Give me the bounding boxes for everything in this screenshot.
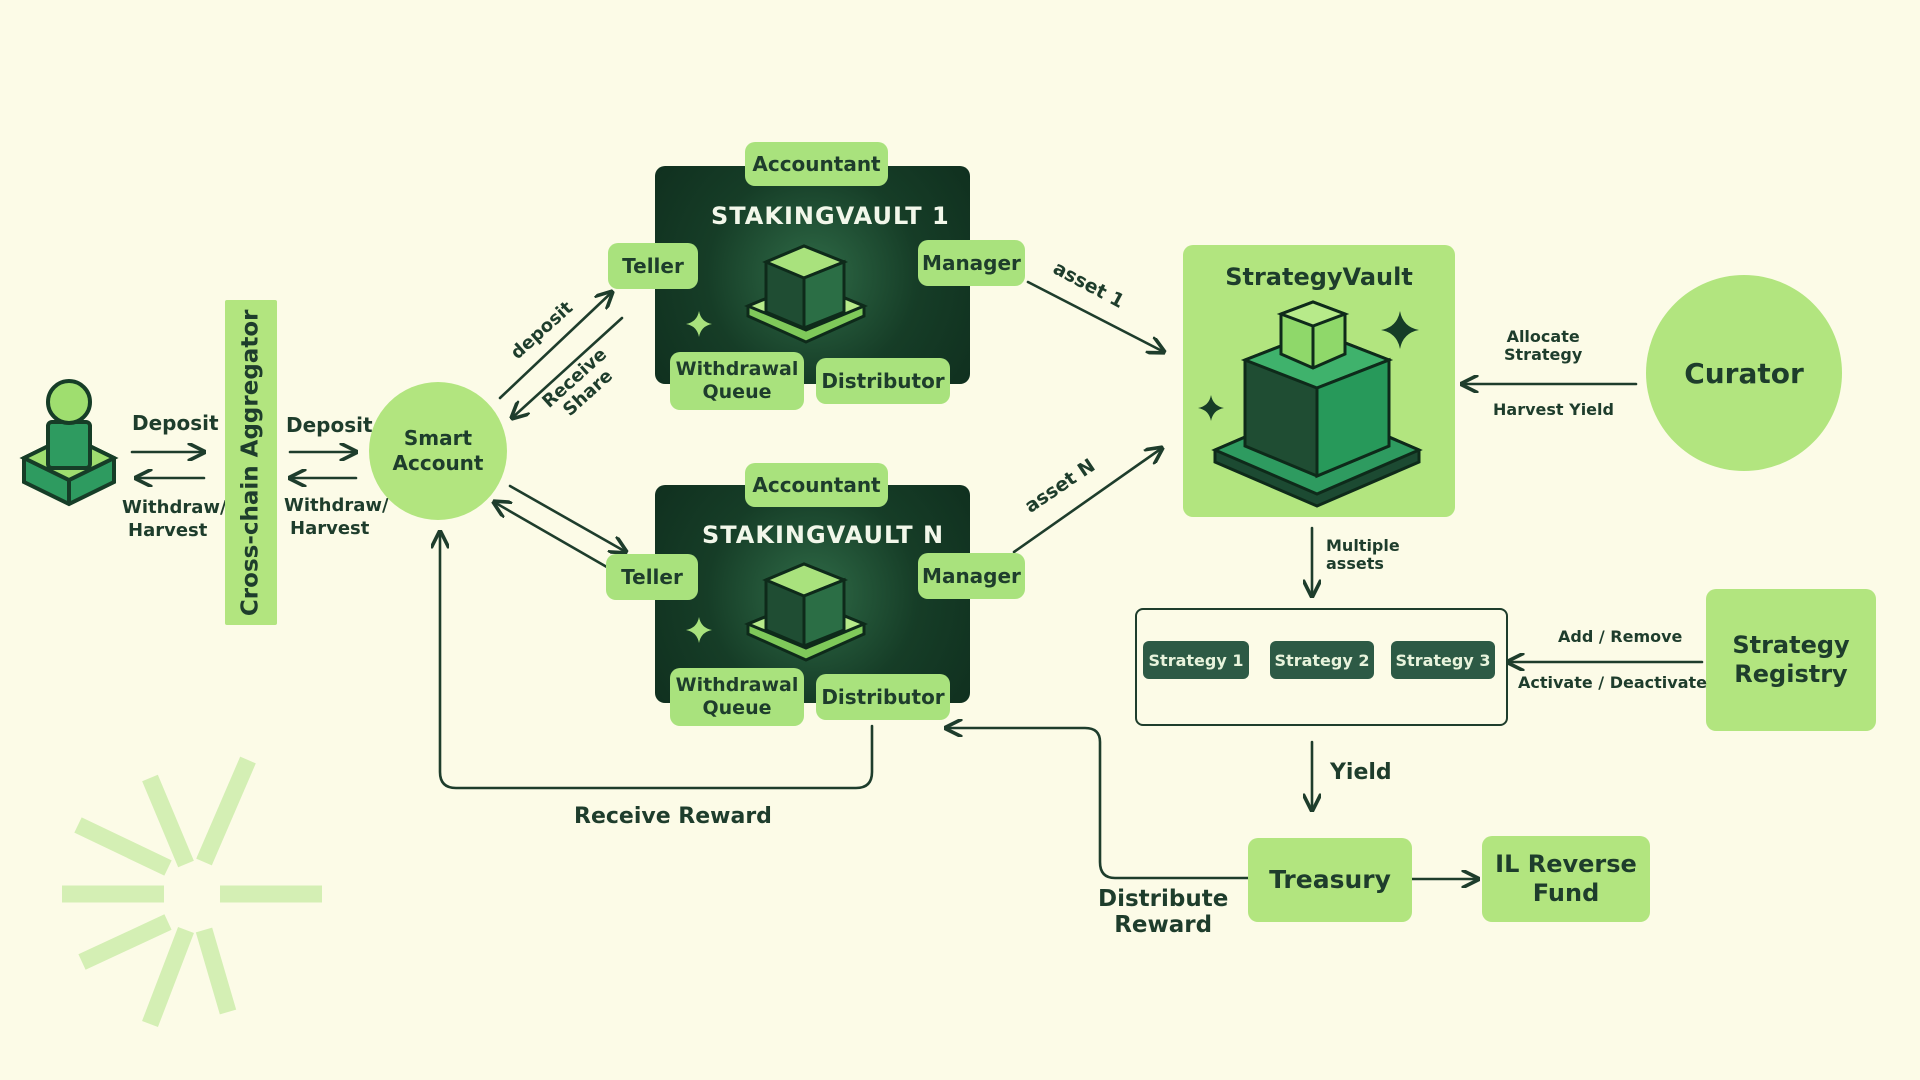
arrow-receive-share	[512, 316, 624, 418]
burst-logo-icon	[62, 756, 322, 1028]
arrow-asset1	[1026, 280, 1164, 352]
vaultN-sparkle-icon	[686, 617, 712, 643]
arrow-assetN	[1012, 448, 1162, 554]
user-withdraw-label: Withdraw/	[122, 497, 227, 518]
treasury[interactable]: Treasury	[1248, 838, 1412, 922]
vault1-cube-icon	[744, 244, 868, 344]
distribute-reward-label: Distribute Reward	[1098, 886, 1228, 939]
user-harvest-label: Harvest	[128, 520, 208, 541]
smart-account-line2: Account	[392, 451, 484, 475]
vaultN-accountant[interactable]: Accountant	[745, 463, 888, 507]
multiple-line1: Multiple	[1326, 536, 1400, 555]
il-reverse-fund[interactable]: IL Reverse Fund	[1482, 836, 1650, 922]
arrow-deposit-vault1	[498, 292, 612, 400]
distribute-line1: Distribute	[1098, 886, 1229, 912]
smart-account[interactable]: Smart Account	[369, 382, 507, 520]
agg-deposit-label: Deposit	[286, 413, 373, 437]
vault1-withdrawal-line2: Queue	[702, 381, 772, 403]
strategy-vault-sparkle-large-icon	[1381, 311, 1419, 349]
registry-line1: Strategy	[1732, 631, 1850, 660]
vaultN-cube-icon	[744, 562, 868, 662]
cross-chain-aggregator[interactable]: Cross-chain Aggregator	[225, 300, 277, 625]
receive-reward-label: Receive Reward	[574, 804, 772, 829]
harvest-yield-label: Harvest Yield	[1493, 400, 1614, 419]
allocate-line2: Strategy	[1504, 345, 1583, 365]
strategy-1-chip[interactable]: Strategy 1	[1143, 641, 1249, 679]
activate-deactivate-label: Activate / Deactivate	[1518, 673, 1707, 692]
multiple-line2: assets	[1326, 554, 1384, 574]
user-deposit-label: Deposit	[132, 411, 219, 435]
strategy-vault-title: StrategyVault	[1225, 263, 1413, 291]
arrow-distribute	[946, 728, 1250, 880]
user-icon	[19, 379, 119, 507]
agg-withdraw-label: Withdraw/	[284, 495, 389, 516]
vault1-distributor[interactable]: Distributor	[816, 358, 950, 404]
aggregator-label: Cross-chain Aggregator	[237, 309, 264, 616]
vaultN-withdrawal-line2: Queue	[702, 697, 772, 719]
smart-account-line1: Smart	[403, 426, 473, 450]
arrow-receive-reward	[440, 532, 874, 790]
il-fund-line2: Fund	[1532, 879, 1600, 907]
vault1-accountant[interactable]: Accountant	[745, 142, 888, 186]
strategy-3-chip[interactable]: Strategy 3	[1391, 641, 1495, 679]
vaultN-withdrawal-queue[interactable]: Withdrawal Queue	[670, 668, 804, 726]
vault1-teller[interactable]: Teller	[608, 243, 698, 289]
strategy-2-chip[interactable]: Strategy 2	[1270, 641, 1374, 679]
strategy-registry[interactable]: Strategy Registry	[1706, 589, 1876, 731]
distribute-line2: Reward	[1114, 912, 1213, 939]
vault1-withdrawal-queue[interactable]: Withdrawal Queue	[670, 352, 804, 410]
vault1-title: STAKINGVAULT 1	[711, 202, 950, 230]
vaultN-teller[interactable]: Teller	[606, 554, 698, 600]
allocate-strategy-label: Allocate Strategy	[1504, 327, 1583, 365]
vault1-manager[interactable]: Manager	[918, 240, 1025, 286]
strategy-vault-cube-icon	[1211, 300, 1423, 508]
vault1-sparkle-icon	[686, 311, 712, 337]
vault1-withdrawal-line1: Withdrawal	[675, 358, 799, 381]
vaultN-title: STAKINGVAULT N	[702, 521, 945, 549]
arrow-smart-vaultN	[508, 484, 626, 552]
vaultN-withdrawal-line1: Withdrawal	[675, 674, 799, 697]
agg-harvest-label: Harvest	[290, 518, 370, 539]
vaultN-manager[interactable]: Manager	[918, 553, 1025, 599]
registry-line2: Registry	[1734, 660, 1848, 688]
strategy-vault-sparkle-small-icon	[1198, 395, 1224, 421]
yield-label: Yield	[1330, 760, 1392, 785]
curator[interactable]: Curator	[1646, 275, 1842, 471]
il-fund-line1: IL Reverse	[1495, 850, 1637, 879]
add-remove-label: Add / Remove	[1558, 627, 1683, 646]
vaultN-distributor[interactable]: Distributor	[816, 674, 950, 720]
arrow-vaultN-smart	[494, 502, 614, 572]
allocate-line1: Allocate	[1506, 327, 1580, 346]
multiple-assets-label: Multiple assets	[1326, 536, 1400, 574]
